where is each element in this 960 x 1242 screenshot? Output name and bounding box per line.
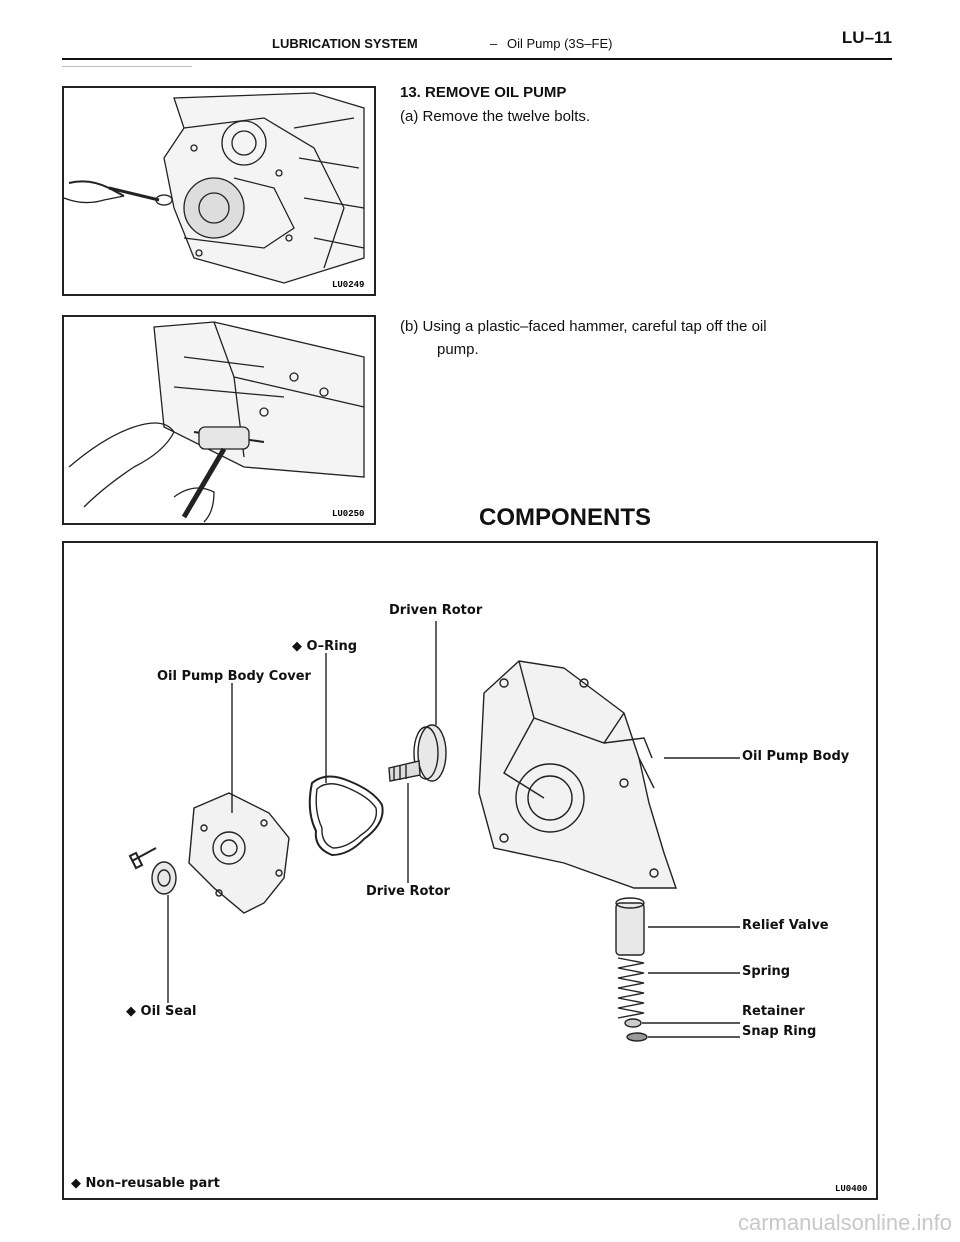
oil-seal-shape [151,861,177,895]
tap-off-pump-illustration: LU0250 [68,321,365,523]
drive-rotor-shape [388,760,421,782]
retainer-shape [624,1018,642,1028]
step-b: (b) Using a plastic–faced hammer, carefu… [400,315,870,361]
header-section: LUBRICATION SYSTEM [272,36,418,51]
label-relief-valve: Relief Valve [742,918,829,933]
driven-rotor-shape [417,724,447,782]
header-rule [62,58,892,60]
step-title: 13. REMOVE OIL PUMP [400,84,567,101]
label-drive-rotor: Drive Rotor [366,884,450,899]
label-driven-rotor: Driven Rotor [389,603,483,618]
figure-tap-off-pump: LU0250 [62,315,376,525]
figure-code: LU0400 [835,1184,867,1194]
figure-code: LU0249 [332,280,364,290]
step-b-line2: pump. [437,341,479,358]
label-oil-pump-body: Oil Pump Body [742,749,850,764]
label-oil-pump-body-cover: Oil Pump Body Cover [157,669,311,684]
o-ring-shape [308,775,384,857]
figure-code: LU0250 [332,509,364,519]
remove-bolts-illustration: LU0249 [64,92,365,290]
header-dash: – [490,36,498,51]
oil-pump-body-shape [478,660,677,889]
header-underline-stub [62,66,192,67]
figure-remove-bolts: LU0249 [62,86,376,296]
label-oil-seal: ◆ Oil Seal [126,1004,197,1019]
label-o-ring: ◆ O–Ring [292,639,358,654]
components-exploded-view: LU0400 [128,621,867,1194]
label-spring: Spring [742,964,791,979]
step-a: (a) Remove the twelve bolts. [400,108,591,125]
label-retainer: Retainer [742,1004,805,1019]
components-diagram: LU0400 Driven Rotor ◆ O–Ring Oil Pump Bo… [62,541,878,1200]
relief-valve-shape [615,902,645,956]
watermark: carmanualsonline.info [737,1210,952,1235]
header-subsection: Oil Pump (3S–FE) [507,36,613,51]
page-number: LU–11 [841,28,892,47]
spring-shape [617,957,645,1019]
legend-non-reusable-part: ◆ Non–reusable part [71,1176,220,1191]
components-title: COMPONENTS [478,504,651,531]
bolt-shape [128,847,157,870]
oil-pump-body-cover-shape [188,792,290,914]
label-snap-ring: Snap Ring [742,1024,817,1039]
snap-ring-shape [626,1032,648,1042]
step-b-line1: (b) Using a plastic–faced hammer, carefu… [400,318,767,335]
